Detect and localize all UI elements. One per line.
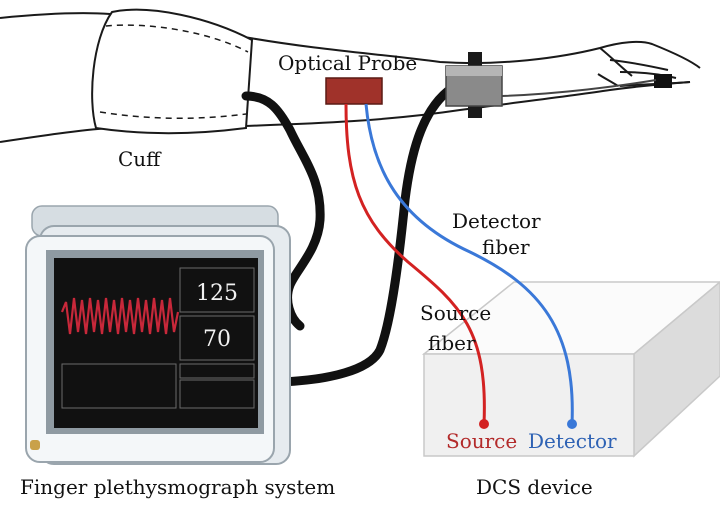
finger-sensor-wire: [501, 79, 657, 97]
optical-probe-label: Optical Probe: [278, 51, 417, 75]
source-fiber: [344, 103, 486, 425]
source-port-dot: [479, 419, 489, 429]
detector-fiber: [364, 103, 574, 425]
source-fiber-label-line2: fiber: [428, 331, 476, 355]
finger-cuff-band: [654, 74, 672, 88]
dcs-device-box: [421, 281, 720, 458]
pulse-waveform: [60, 297, 180, 335]
detector-fiber-label-line1: Detector: [452, 209, 541, 233]
source-fiber-label-line1: Source: [420, 301, 491, 325]
optical-probe: [325, 77, 383, 105]
detector-fiber-label-line2: fiber: [482, 235, 530, 259]
cuff-label: Cuff: [118, 147, 162, 171]
detector-port-label: Detector: [528, 429, 617, 453]
monitor-screen: [54, 258, 258, 428]
cuff: [91, 8, 254, 135]
monitor-reading-bottom: 70: [203, 327, 231, 352]
monitor-reading-top: 125: [196, 281, 238, 306]
wrist-sensor: [445, 52, 503, 118]
dcs-device-label: DCS device: [476, 475, 593, 499]
finger-system-label: Finger plethysmograph system: [20, 475, 335, 499]
finger-sensor-cable: [275, 83, 457, 387]
detector-port-dot: [567, 419, 577, 429]
source-port-label: Source: [446, 429, 517, 453]
plethysmograph-monitor: [25, 205, 291, 465]
